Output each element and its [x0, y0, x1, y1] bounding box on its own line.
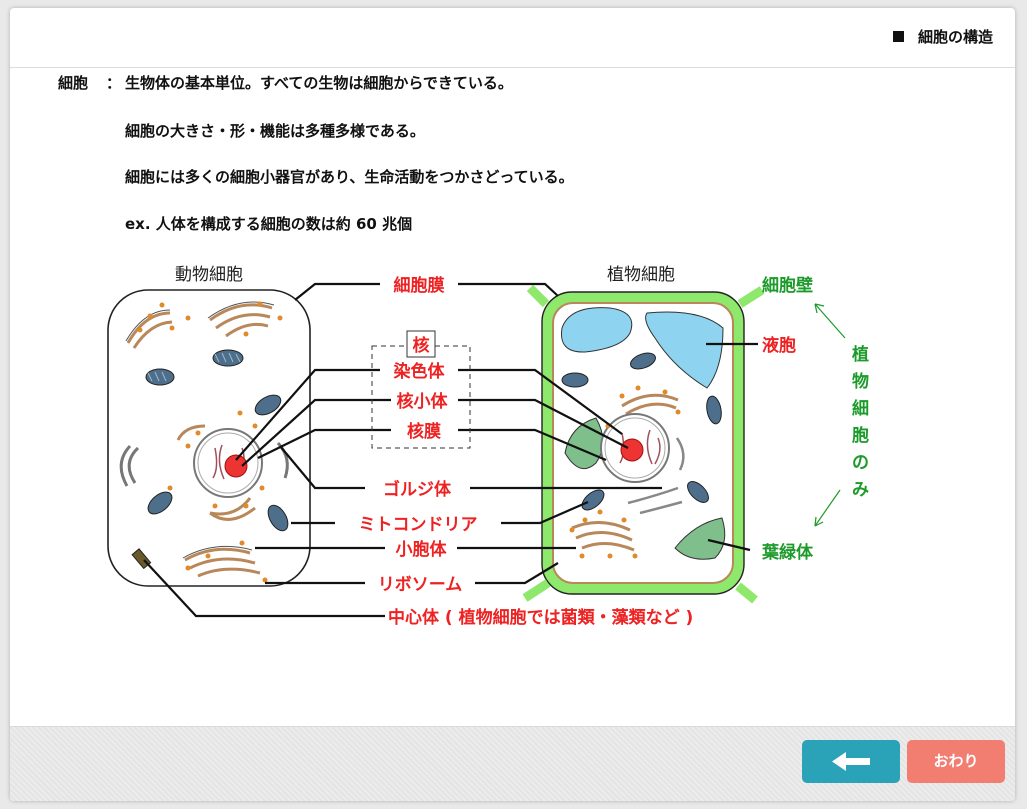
- label-plant-only-char: 植: [852, 344, 869, 365]
- plant-golgi: [571, 393, 679, 552]
- nucleus-label-box: [406, 330, 436, 358]
- plant-mitochondria: [561, 352, 722, 511]
- label-vacuole: 液胞: [762, 335, 796, 356]
- header-divider: [10, 67, 1015, 68]
- animal-er-bottom-outline: [182, 545, 253, 559]
- label-nuclear-membrane: 核膜: [407, 421, 441, 442]
- plant-only-arrows: [814, 303, 846, 527]
- intro-term: 細胞: [58, 74, 89, 92]
- label-vesicle: 小胞体: [396, 539, 448, 560]
- label-plant-only-char: 細: [852, 398, 869, 419]
- label-nucleolus: 核小体: [397, 391, 449, 412]
- square-bullet-icon: [892, 31, 904, 42]
- plant-cell: [522, 284, 765, 604]
- label-chromosome: 染色体: [394, 361, 446, 382]
- label-plant-only-char: み: [852, 480, 869, 500]
- end-button[interactable]: おわり: [907, 740, 1005, 783]
- animal-ribosomes: [137, 301, 283, 583]
- label-centrosome: 中心体 ( 植物細胞では菌類・藻類など ): [388, 607, 693, 628]
- intro-colon: ：: [106, 74, 122, 92]
- animal-cell: [107, 289, 311, 587]
- arrow-left-icon: [832, 752, 870, 771]
- label-chloroplast: 葉緑体: [761, 542, 814, 563]
- intro-line-2: 細胞の大きさ・形・機能は多種多様である。: [125, 122, 425, 140]
- animal-mitochondria: [145, 349, 289, 532]
- intro-line-3: 細胞には多くの細胞小器官があり、生命活動をつかさどっている。: [125, 168, 574, 186]
- back-button[interactable]: [802, 740, 900, 783]
- leader-lines: [143, 282, 758, 618]
- animal-golgi-side: [119, 441, 289, 487]
- label-cell-membrane: 細胞膜: [394, 275, 445, 296]
- label-cell-wall: 細胞壁: [762, 275, 813, 296]
- slide-frame: 細胞の構造 細胞 ： 生物体の基本単位。すべての生物は細胞からできている。 細胞…: [10, 8, 1015, 801]
- label-plant-only-char: 物: [852, 371, 869, 392]
- intro-line-1: 生物体の基本単位。すべての生物は細胞からできている。: [125, 74, 513, 92]
- red-labels: 細胞膜 核 染色体 核小体 核膜 ゴルジ体 ミトコンドリア 小胞体 リボソーム …: [359, 275, 797, 628]
- intro-line-4: ex. 人体を構成する細胞の数は約 60 兆個: [125, 215, 413, 233]
- footer-bar: おわり: [10, 726, 1015, 801]
- cell-structure-diagram: 動物細胞 植物細胞 細胞膜 核 染色体 核小体 核膜 ゴルジ体 ミトコンドリア …: [107, 265, 869, 628]
- plant-nucleus: [600, 413, 670, 483]
- label-mitochondria: ミトコンドリア: [359, 515, 478, 535]
- label-plant-only: 植物細胞のみ: [852, 344, 869, 500]
- label-nucleus: 核: [413, 335, 430, 356]
- label-plant-only-char: 胞: [852, 425, 869, 446]
- plant-golgi-grey: [627, 437, 685, 515]
- plant-wall-corners: [522, 284, 765, 604]
- plant-ribosomes: [569, 385, 681, 559]
- animal-golgi-top-outline: [125, 301, 275, 342]
- animal-er-bottom: [184, 506, 261, 578]
- plant-chloroplast-2: [674, 517, 726, 560]
- plant-cell-title: 植物細胞: [607, 265, 675, 285]
- section-title: 細胞の構造: [892, 26, 993, 47]
- animal-golgi-top: [126, 303, 273, 349]
- plant-vacuole-large: [645, 311, 724, 389]
- animal-cell-title: 動物細胞: [175, 265, 243, 285]
- label-plant-only-char: の: [852, 453, 869, 473]
- section-title-text: 細胞の構造: [917, 28, 993, 46]
- animal-nucleus: [176, 424, 263, 516]
- label-golgi: ゴルジ体: [383, 479, 452, 500]
- plant-vacuole-small: [560, 307, 633, 353]
- label-ribosome: リボソーム: [378, 575, 463, 595]
- green-labels: 細胞壁 葉緑体 植物細胞のみ: [761, 275, 869, 563]
